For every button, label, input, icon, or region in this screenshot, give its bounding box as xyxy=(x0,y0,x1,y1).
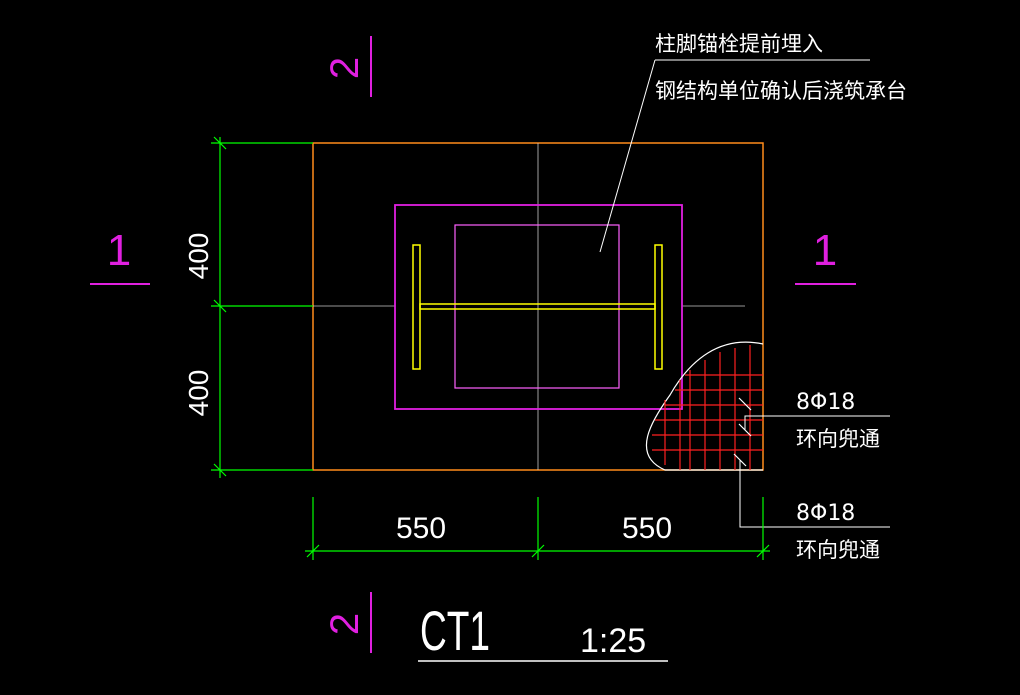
section-2-top-label: 2 xyxy=(323,57,367,79)
pedestal-outer xyxy=(394,204,683,410)
dim-bottom-right: 550 xyxy=(622,512,672,545)
rebar-grid xyxy=(652,345,763,470)
column-web xyxy=(419,303,656,310)
drawing-scale: 1:25 xyxy=(580,622,646,660)
left-dimension xyxy=(211,136,313,478)
rebar-leader-1 xyxy=(744,415,890,430)
base-plate xyxy=(454,224,620,389)
rebar-tick-2 xyxy=(733,453,747,467)
bottom-dimension xyxy=(305,497,770,560)
dim-left-top: 400 xyxy=(183,233,214,280)
section-2-bottom-label: 2 xyxy=(323,613,367,635)
note-leader xyxy=(599,59,656,253)
note-line-2: 钢结构单位确认后浇筑承台 xyxy=(655,79,907,103)
section-1-right-label: 1 xyxy=(813,226,837,275)
rebar-label-1-bottom: 环向兜通 xyxy=(796,427,880,451)
rebar-tick-1 xyxy=(738,423,752,437)
rebar-tick-3 xyxy=(738,397,752,411)
rebar-detail-bubble xyxy=(645,341,764,471)
column-flange-right xyxy=(654,244,663,370)
section-1-left-label: 1 xyxy=(107,226,131,275)
drawing-title: CT1 xyxy=(420,599,490,662)
note-line-1: 柱脚锚栓提前埋入 xyxy=(655,32,823,56)
rebar-label-1-top: 8Φ18 xyxy=(796,390,855,415)
dim-bottom-left: 550 xyxy=(396,512,446,545)
rebar-leader-2 xyxy=(739,460,890,528)
rebar-label-2-top: 8Φ18 xyxy=(796,501,855,526)
dim-left-bottom: 400 xyxy=(183,370,214,417)
rebar-label-2-bottom: 环向兜通 xyxy=(796,538,880,562)
column-flange-left xyxy=(412,244,421,370)
